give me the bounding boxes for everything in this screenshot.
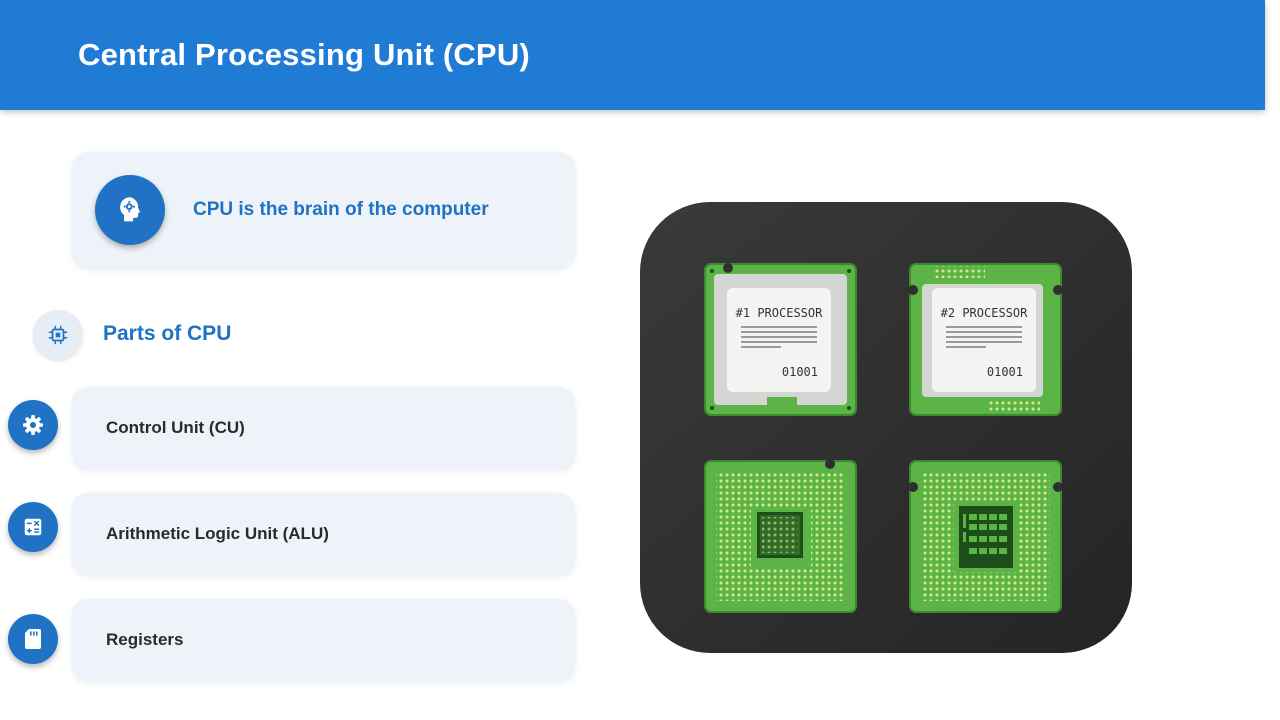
part-label-control-unit: Control Unit (CU) bbox=[106, 418, 245, 437]
part-label-registers: Registers bbox=[106, 630, 184, 649]
processor-1-chip: #1 PROCESSOR 01001 bbox=[704, 263, 857, 416]
processor-pin-side-2 bbox=[908, 460, 1063, 613]
processor-2-name: #2 PROCESSOR bbox=[941, 306, 1028, 320]
processor-1-name: #1 PROCESSOR bbox=[736, 306, 823, 320]
part-label-alu: Arithmetic Logic Unit (ALU) bbox=[106, 524, 329, 543]
slide-header: Central Processing Unit (CPU) bbox=[0, 0, 1265, 110]
part-card-control-unit bbox=[72, 387, 575, 469]
part-card-alu bbox=[72, 493, 575, 575]
processor-1-code: 01001 bbox=[782, 365, 818, 379]
memory-card-icon bbox=[8, 614, 58, 664]
processor-2-code: 01001 bbox=[987, 365, 1023, 379]
brain-head-icon bbox=[95, 175, 165, 245]
parts-heading: Parts of CPU bbox=[103, 322, 232, 345]
calculator-icon bbox=[8, 502, 58, 552]
part-card-registers bbox=[72, 599, 575, 681]
processor-pin-side-1 bbox=[704, 459, 857, 613]
processor-illustration: #1 PROCESSOR 01001 #2 PROCESSOR 01001 bbox=[640, 202, 1132, 653]
processor-2-chip: #2 PROCESSOR 01001 bbox=[908, 263, 1063, 416]
chip-icon bbox=[33, 310, 83, 360]
intro-text: CPU is the brain of the computer bbox=[193, 199, 489, 220]
gear-icon bbox=[8, 400, 58, 450]
slide-title: Central Processing Unit (CPU) bbox=[78, 37, 530, 72]
